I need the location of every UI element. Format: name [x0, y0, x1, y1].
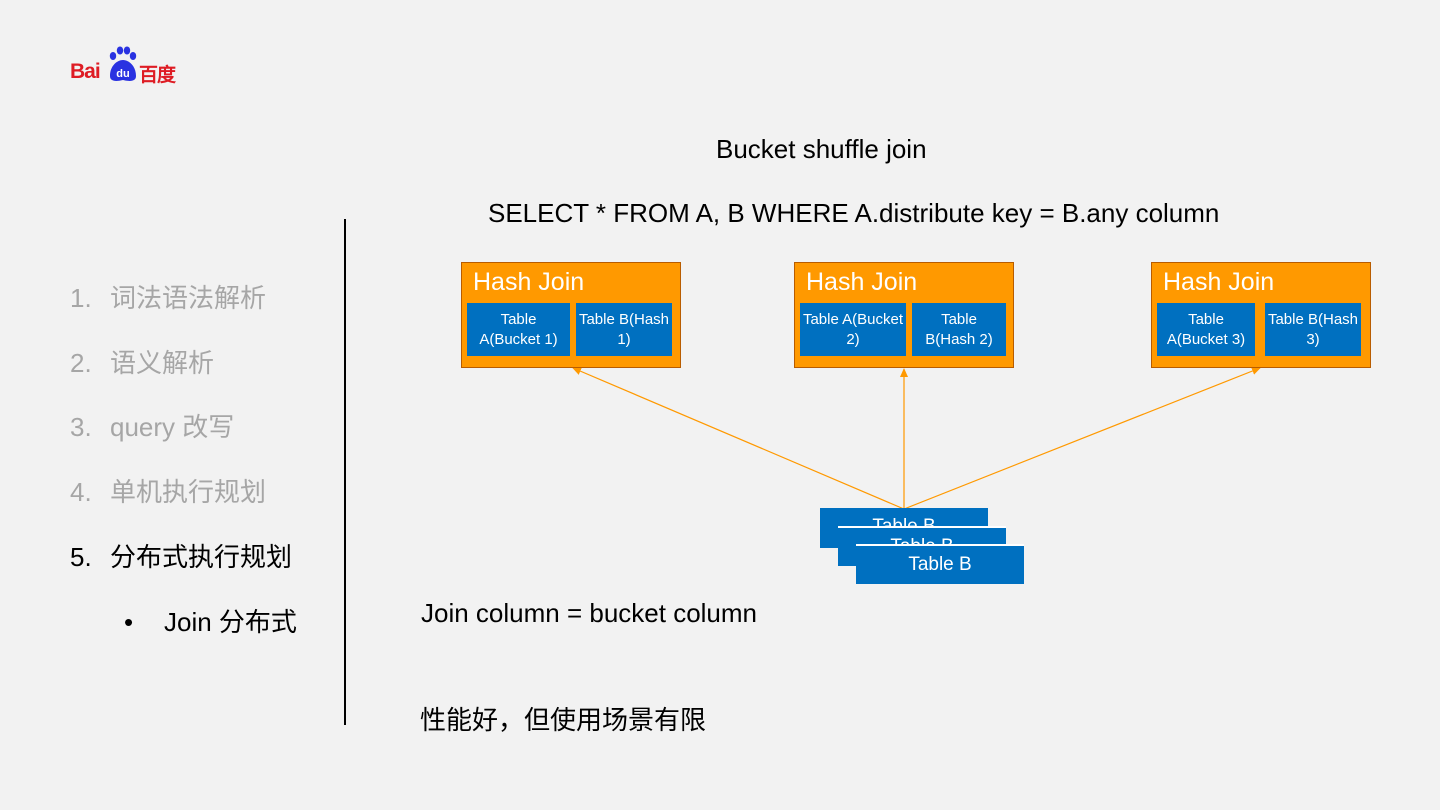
arrow-to-hash-join-1 [572, 367, 905, 510]
diagram-title: Bucket shuffle join [716, 134, 927, 164]
outline-num: 3. [70, 412, 92, 442]
hash-join-box-2: Hash Join Table A(Bucket 2) Table B(Hash… [794, 262, 1014, 368]
outline-item-3: 3. query 改写 [70, 407, 234, 444]
hash-join-label: Hash Join [1163, 268, 1275, 296]
outline-sub-item: • Join 分布式 [124, 602, 297, 639]
sub-item-label: Join 分布式 [164, 607, 297, 637]
table-a-bucket-1: Table A(Bucket 1) [467, 303, 570, 356]
table-a-bucket-3: Table A(Bucket 3) [1157, 303, 1255, 356]
table-b-hash-1: Table B(Hash 1) [576, 303, 672, 356]
outline-label: query 改写 [110, 412, 235, 442]
baidu-logo: Bai du 百度 [68, 46, 178, 86]
join-column-note: Join column = bucket column [421, 598, 758, 628]
table-a-bucket-2: Table A(Bucket 2) [800, 303, 906, 356]
outline-num: 4. [70, 477, 92, 507]
arrow-to-hash-join-3 [903, 367, 1261, 510]
outline-label: 词法语法解析 [110, 283, 267, 313]
performance-note: 性能好，但使用场景有限 [420, 705, 707, 735]
hash-join-box-3: Hash Join Table A(Bucket 3) Table B(Hash… [1151, 262, 1371, 368]
table-b-hash-3: Table B(Hash 3) [1265, 303, 1361, 356]
table-b-hash-2: Table B(Hash 2) [912, 303, 1006, 356]
logo-text-cn: 百度 [139, 65, 176, 86]
outline-item-4: 4. 单机执行规划 [70, 472, 266, 509]
outline-label: 语义解析 [110, 348, 215, 378]
outline-num: 5. [70, 542, 92, 572]
hash-join-label: Hash Join [473, 268, 585, 296]
logo-text-du: du [116, 68, 129, 80]
outline-num: 2. [70, 348, 92, 378]
logo-text-bai: Bai [70, 60, 101, 83]
sql-statement: SELECT * FROM A, B WHERE A.distribute ke… [488, 198, 1220, 228]
outline-item-5-active: 5. 分布式执行规划 [70, 537, 292, 574]
outline-label: 分布式执行规划 [110, 542, 293, 572]
paw-icon: du [109, 46, 137, 81]
outline-item-2: 2. 语义解析 [70, 343, 214, 380]
outline-label: 单机执行规划 [110, 477, 267, 507]
bullet-icon: • [124, 607, 134, 637]
outline-num: 1. [70, 283, 92, 313]
outline-item-1: 1. 词法语法解析 [70, 278, 266, 315]
table-b-stack-3: Table B [856, 544, 1024, 584]
hash-join-box-1: Hash Join Table A(Bucket 1) Table B(Hash… [461, 262, 681, 368]
hash-join-label: Hash Join [806, 268, 918, 296]
divider-line [344, 219, 346, 725]
